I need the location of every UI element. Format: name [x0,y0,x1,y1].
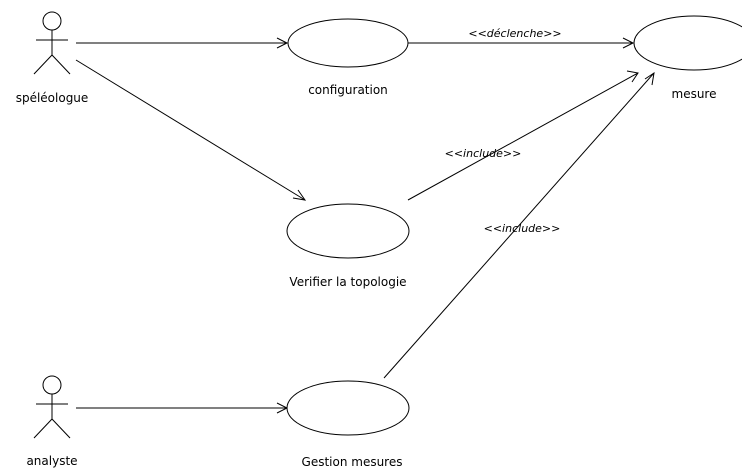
use-case-ellipse [286,203,410,259]
dependency-line [407,72,639,201]
use-case-ellipse [287,18,409,68]
association-speleologue-verifier[interactable] [75,59,307,201]
stereotype-label-include-2: <<include>> [484,222,561,235]
association-speleologue-configuration[interactable] [76,37,289,49]
stereotype-label-declenche: <<déclenche>> [468,27,561,40]
actor-analyste[interactable]: analyste [26,375,78,468]
actor-speleologue-right-leg [51,54,71,75]
actor-speleologue-label: spéléologue [16,91,89,105]
actor-speleologue-head [42,11,62,31]
actor-speleologue-left-leg [33,54,53,75]
arrowhead-icon [292,189,307,201]
use-case-mesure[interactable]: mesure [633,15,742,101]
dependency-line [383,72,655,379]
use-case-gestion[interactable]: Gestion mesures [286,380,410,468]
use-case-ellipse [633,15,742,71]
dependency-configuration-mesure[interactable]: <<déclenche>> [408,27,635,49]
stereotype-label-include-1: <<include>> [445,147,522,160]
arrowhead-icon [644,71,655,86]
use-case-ellipse [286,380,410,436]
arrowhead-icon [276,37,289,49]
actor-speleologue[interactable]: spéléologue [16,11,89,105]
arrowhead-icon [622,37,635,49]
dependency-verifier-mesure[interactable]: <<include>> [407,70,639,201]
association-line [75,59,306,201]
actor-analyste-right-leg [51,418,71,439]
dependency-gestion-mesure[interactable]: <<include>> [383,71,655,379]
arrowhead-icon [626,70,639,83]
association-analyste-gestion[interactable] [76,402,289,414]
use-case-mesure-label: mesure [672,87,717,101]
use-case-configuration[interactable]: configuration [287,18,409,97]
actor-analyste-head [42,375,62,395]
use-case-verifier[interactable]: Verifier la topologie [286,203,410,289]
use-case-verifier-label: Verifier la topologie [289,275,406,289]
use-case-configuration-label: configuration [308,83,388,97]
actor-analyste-label: analyste [26,454,77,468]
actor-analyste-left-leg [33,418,53,439]
use-case-gestion-label: Gestion mesures [302,455,403,468]
